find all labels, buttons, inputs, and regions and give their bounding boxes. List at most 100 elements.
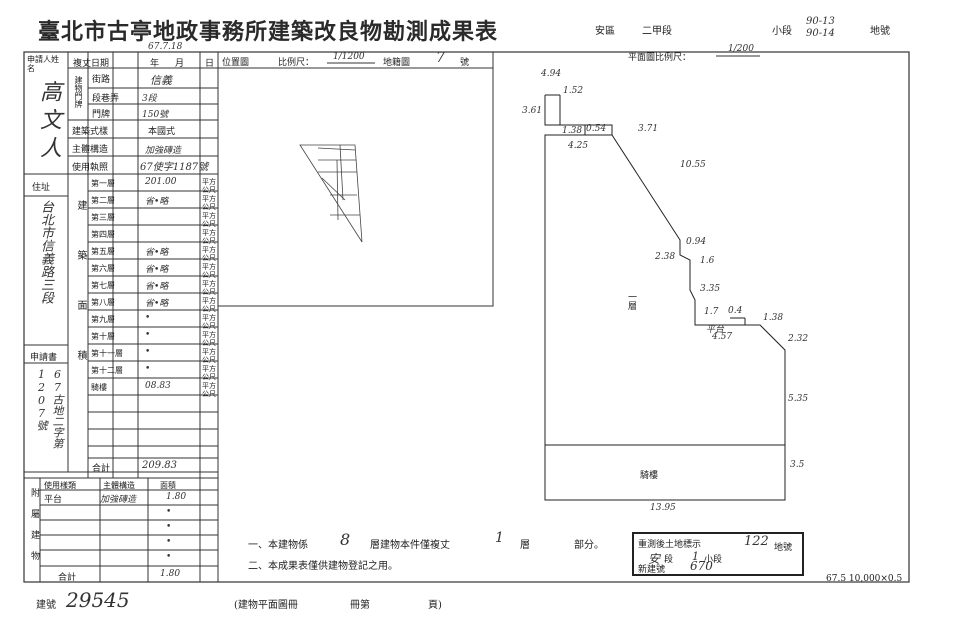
subsection-label: 小段 — [772, 26, 792, 37]
plan-dim: 1.52 — [563, 86, 584, 96]
appendage-area: • — [166, 552, 172, 562]
plan-arcade-label: 騎樓 — [640, 471, 659, 481]
stamp-new-number-label: 新建號 — [638, 565, 666, 575]
plan-scale-label: 平面圖比例尺： — [628, 53, 692, 63]
appendage-col-use: 使用樣類 — [44, 481, 76, 490]
area-unit: 平方公尺 — [202, 263, 216, 279]
main-structure-value: 加強磚造 — [145, 146, 182, 156]
floor-area-value: 省•略 — [145, 265, 169, 275]
appendage-area: • — [166, 522, 172, 532]
appendage-area: • — [166, 537, 172, 547]
street-value: 信義 — [150, 74, 172, 87]
section-lane-label: 段巷弄 — [92, 94, 120, 104]
floor-area-side-label: 建築面積 — [75, 200, 86, 400]
note-2: 二、本成果表僅供建物登記之用。 — [248, 561, 398, 572]
plan-dim: 10.55 — [680, 160, 706, 170]
area-unit: 平方公尺 — [202, 365, 216, 381]
floor-area-value: • — [145, 313, 151, 323]
footer-volume-text: (建物平面圖冊 — [234, 600, 298, 611]
plan-dim: 1.38 — [562, 126, 583, 136]
note-1-mid: 層建物本件僅複丈 — [370, 540, 450, 551]
survey-date-label: 複丈日期 — [73, 59, 110, 69]
building-plate-label: 建物門牌 — [74, 76, 83, 108]
structure-style-value: 本國式 — [148, 127, 176, 137]
floor-area-value: 08.83 — [145, 381, 171, 391]
section-label: 二甲段 — [642, 26, 672, 37]
main-structure-label: 主體構造 — [72, 145, 109, 155]
plan-dim: 1.6 — [700, 256, 715, 266]
plan-dim: 3.35 — [700, 284, 721, 294]
stamp-district: 安 — [648, 552, 661, 566]
plan-dim: 0.54 — [586, 124, 607, 134]
cadastral-map-number: 7 — [436, 50, 445, 66]
footer-page-label: 頁) — [428, 600, 442, 611]
appendage-col-structure: 主體構造 — [103, 481, 135, 490]
appendage-label: 附屬建物 — [29, 488, 39, 572]
area-unit: 平方公尺 — [202, 195, 216, 211]
floor-label: 第六層 — [91, 264, 115, 273]
plan-dim: 3.5 — [790, 460, 805, 470]
area-unit: 平方公尺 — [202, 331, 216, 347]
floor-label: 第二層 — [91, 196, 115, 205]
floor-area-value: 201.00 — [145, 177, 177, 187]
cadastral-map-unit: 號 — [460, 58, 470, 68]
floor-label: 第八層 — [91, 298, 115, 307]
applicant-label: 申請人姓名 — [27, 55, 59, 73]
floor-area-value: 省•略 — [145, 248, 169, 258]
date-unit-month: 月 — [175, 59, 185, 69]
plan-dim: 5.35 — [788, 394, 809, 404]
floor-label: 第七層 — [91, 281, 115, 290]
district-label: 安區 — [595, 26, 615, 37]
document-title: 臺北市古亭地政事務所建築改良物勘測成果表 — [38, 19, 499, 45]
appendage-col-area: 面積 — [160, 481, 176, 490]
cadastral-map-label: 地籍圖 — [383, 58, 411, 68]
appendage-use: 平台 — [44, 495, 63, 505]
floor-label: 第十二層 — [91, 366, 123, 375]
stamp-section-label: 段 — [664, 555, 674, 565]
street-label: 街路 — [92, 75, 111, 85]
re-survey-stamp: 重測後土地標示 122 地號 安 段 1 小段 新建號 670 — [632, 532, 804, 576]
plan-dim: 3.61 — [522, 106, 543, 116]
floor-label: 第九層 — [91, 315, 115, 324]
plan-dim: 平台 — [706, 325, 725, 335]
total-label: 合計 — [92, 464, 111, 474]
area-unit: 平方公尺 — [202, 229, 216, 245]
stamp-new-number-value: 670 — [690, 559, 713, 573]
floor-label: 第一層 — [91, 179, 115, 188]
area-unit: 平方公尺 — [202, 382, 216, 398]
appendage-area: • — [166, 507, 172, 517]
plan-dim: 13.95 — [650, 503, 676, 513]
note-1-part: 部分。 — [574, 540, 604, 551]
floor-label: 第三層 — [91, 213, 115, 222]
appendage-total-label: 合計 — [58, 573, 77, 583]
applicant-doc-value: 67古地二字第1207號 — [35, 368, 64, 449]
survey-date-value: 67.7.18 — [148, 42, 183, 52]
plan-dim: 4.57 — [712, 332, 733, 342]
structure-style-label: 建築式樣 — [72, 127, 109, 137]
plan-scale-value: 1/200 — [728, 44, 754, 54]
plan-dim: 4.94 — [541, 69, 562, 79]
floor-label: 騎樓 — [91, 383, 107, 392]
total-value: 209.83 — [142, 460, 177, 471]
appendage-structure: 加強磚造 — [100, 495, 137, 505]
note-1-floors: 8 — [340, 530, 351, 549]
lot-number-1: 90-13 — [806, 16, 835, 27]
plan-dim: 3.71 — [638, 124, 659, 134]
area-unit: 平方公尺 — [202, 178, 216, 194]
permit-label: 使用執照 — [72, 163, 109, 173]
plan-dim: 4.25 — [568, 141, 589, 151]
date-unit-day: 日 — [205, 59, 215, 69]
plan-dim: 0.4 — [728, 306, 743, 316]
area-unit: 平方公尺 — [202, 280, 216, 296]
floor-area-value: 省•略 — [145, 299, 169, 309]
location-map-label: 位置圖 — [222, 58, 250, 68]
stamp-subsection-value: 1 — [692, 550, 699, 563]
location-scale-label: 比例尺： — [278, 58, 315, 68]
floor-area-value: 省•略 — [145, 282, 169, 292]
plan-dim: 1.7 — [704, 307, 719, 317]
floor-label: 第四層 — [91, 230, 115, 239]
permit-value: 67使字1187號 — [140, 162, 209, 173]
note-1-value: 1 — [495, 530, 504, 546]
note-1-prefix: 一、本建物係 — [248, 540, 308, 551]
